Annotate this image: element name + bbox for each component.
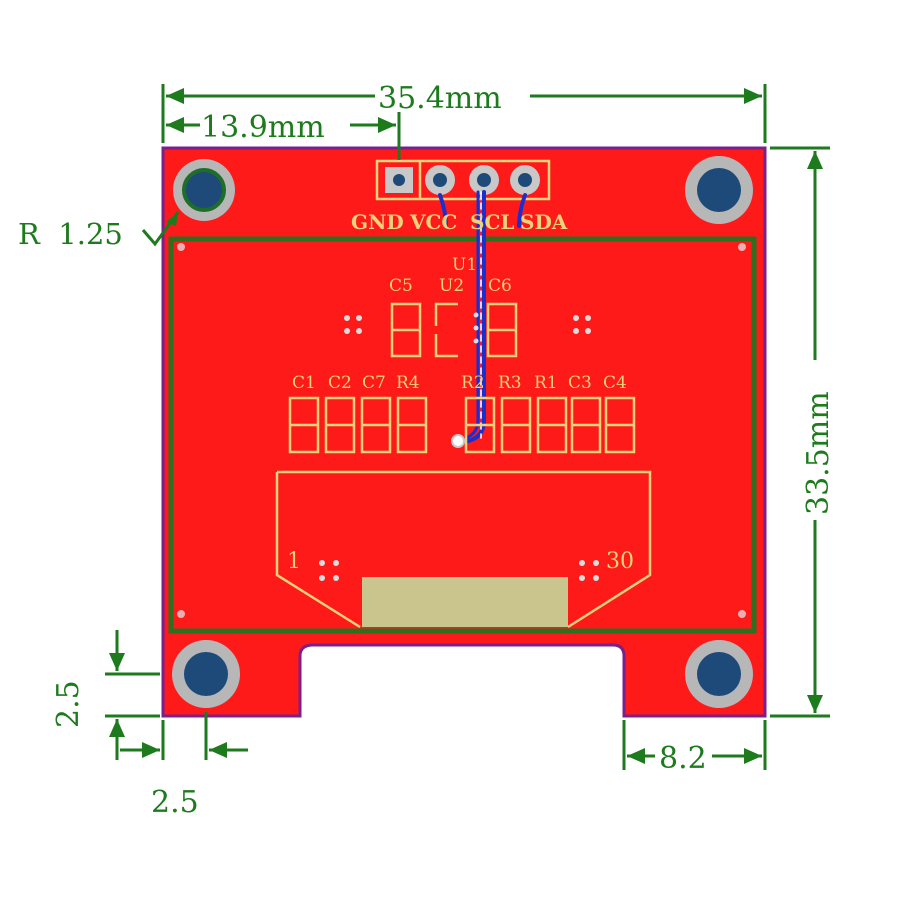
label-c7: C7 (362, 373, 386, 393)
label-c1: C1 (292, 373, 316, 393)
dim-hole-radius: R 1.25 (18, 217, 123, 251)
label-r3: R3 (498, 373, 522, 393)
silkscreen-outlines (275, 302, 652, 629)
display-corner-pads (177, 243, 746, 618)
label-c5: C5 (389, 276, 413, 296)
label-r1: R1 (534, 373, 558, 393)
pin-labels: GND VCC SCL SDA (351, 210, 568, 234)
component-labels: U1 C5 U2 C6 C1 C2 C7 R4 R2 R3 R1 C3 C4 1… (287, 255, 634, 574)
dim-hole-margin-y: 2.5 (51, 680, 86, 728)
mounting-hole-bottom-left (172, 640, 240, 708)
dimension-labels: 35.4mm 13.9mm 33.5mm R 1.25 2.5 2.5 8.2 (18, 81, 836, 820)
dim-height: 33.5mm (801, 391, 836, 515)
label-u2: U2 (439, 276, 464, 296)
dim-pin-offset: 13.9mm (201, 110, 325, 145)
label-r2: R2 (461, 373, 485, 393)
label-c2: C2 (328, 373, 352, 393)
label-c6: C6 (488, 276, 512, 296)
pin-label-gnd: GND (351, 210, 404, 234)
pin-label-vcc: VCC (409, 210, 457, 234)
header-pins (375, 159, 551, 201)
mounting-hole-bottom-right (685, 640, 753, 708)
label-c4: C4 (603, 373, 627, 393)
pin-label-sda: SDA (520, 210, 568, 234)
pcb-board (161, 146, 767, 718)
pin-label-scl: SCL (470, 210, 514, 234)
label-pin-1: 1 (287, 549, 301, 574)
display-area-outline (168, 236, 757, 634)
fpc-contact-area (362, 577, 568, 627)
label-r4: R4 (396, 373, 420, 393)
label-u1: U1 (452, 255, 477, 275)
label-pin-30: 30 (606, 549, 634, 574)
mounting-hole-top-right (685, 156, 753, 224)
via-clusters (319, 312, 599, 581)
dimension-lines (105, 84, 830, 770)
dim-hole-margin-x: 2.5 (151, 785, 199, 820)
dimension-arrowheads (109, 88, 823, 764)
dim-notch-width: 8.2 (659, 741, 707, 776)
dim-width: 35.4mm (378, 81, 502, 116)
mounting-hole-top-left (173, 159, 235, 221)
label-c3: C3 (568, 373, 592, 393)
